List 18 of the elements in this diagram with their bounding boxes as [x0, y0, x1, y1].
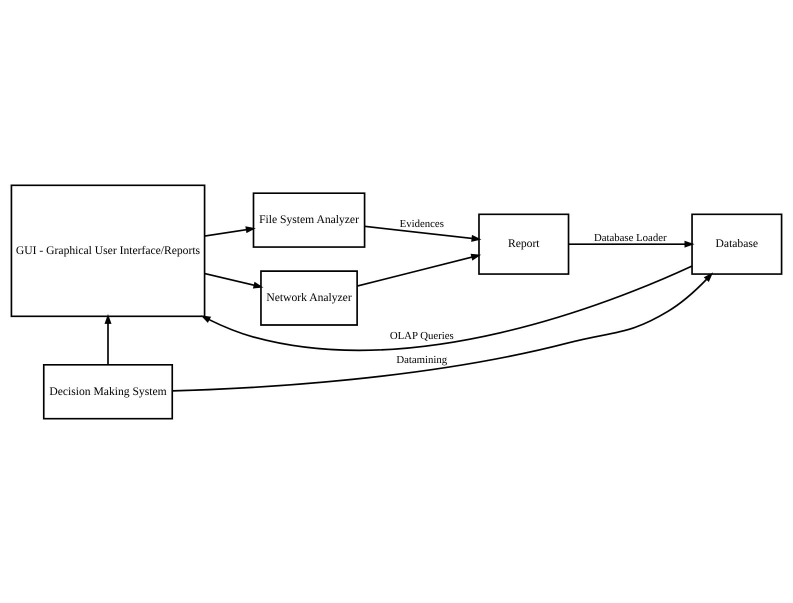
arrow	[204, 226, 256, 236]
edge-label: Datamining	[396, 354, 448, 366]
arrow	[568, 240, 694, 248]
arrow	[104, 313, 112, 364]
arrow	[172, 272, 714, 392]
node-box: Network Analyzer	[260, 270, 358, 326]
edge-label: Database Loader	[594, 232, 667, 244]
arrow	[356, 253, 482, 286]
edge-label: Evidences	[400, 218, 444, 230]
node-box: Database	[691, 213, 782, 274]
node-box: File System Analyzer	[252, 192, 366, 248]
arrow	[200, 264, 692, 350]
node-box: Report	[478, 213, 570, 274]
arrow	[204, 272, 264, 288]
arrow	[364, 225, 482, 242]
node-box: GUI - Graphical User Interface/Reports	[10, 184, 206, 317]
node-box: Decision Making System	[42, 363, 174, 420]
edge-label: OLAP Queries	[390, 330, 454, 342]
